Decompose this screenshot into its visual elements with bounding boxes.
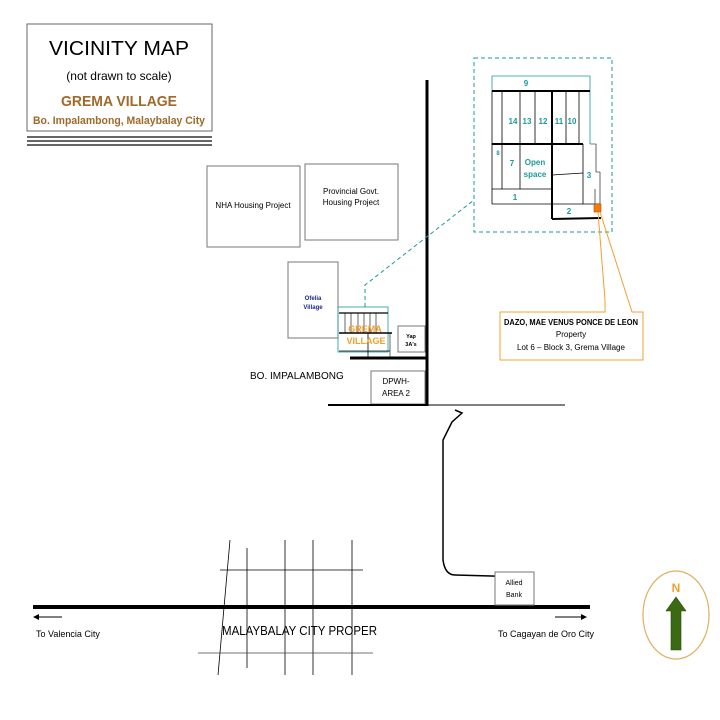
lot-10: 10: [568, 117, 577, 126]
lot-8: 8: [496, 151, 500, 157]
lot-9: 9: [524, 79, 529, 88]
open-space-label-2: space: [524, 170, 547, 179]
grema-village-plan: [337, 306, 392, 357]
lot-7: 7: [510, 159, 515, 168]
ofelia-village-box: [287, 261, 339, 339]
grema-label-2: VILLAGE: [346, 336, 385, 346]
right-arrow-icon: [555, 614, 587, 620]
map-subtitle: (not drawn to scale): [66, 69, 171, 83]
lot-2: 2: [567, 207, 572, 216]
roads: [33, 80, 590, 609]
property-callout: [499, 211, 644, 361]
dpwh-label-2: AREA 2: [382, 389, 411, 398]
village-location: Bo. Impalambong, Malaybalay City: [33, 115, 206, 127]
city-grid: [198, 539, 373, 676]
bank-label-1: Allied: [505, 580, 522, 587]
property-label: Property: [556, 330, 586, 339]
lot-11: 11: [555, 117, 564, 126]
yap-label-2: 3A's: [405, 342, 416, 348]
map-title: VICINITY MAP: [49, 38, 189, 60]
lot-13: 13: [523, 117, 532, 126]
inset-connector: [364, 199, 475, 307]
north-compass: N: [642, 570, 710, 660]
yap-label-1: Yap: [406, 334, 416, 340]
north-arrow-icon: [665, 596, 687, 651]
dpwh-box: [370, 370, 426, 405]
yap-box: [397, 325, 426, 353]
nha-housing-box: [206, 165, 301, 248]
dpwh-label-1: DPWH-: [382, 377, 409, 386]
property-lot-info: Lot 6 – Block 3, Grema Village: [517, 343, 625, 352]
to-cagayan-label: To Cagayan de Oro City: [498, 629, 595, 639]
lot-3: 3: [587, 171, 592, 180]
ofelia-label-1: Ofelia: [305, 296, 322, 302]
lot-14: 14: [509, 117, 518, 126]
to-valencia-label: To Valencia City: [36, 629, 100, 639]
city-proper-label: MALAYBALAY CITY PROPER: [222, 623, 377, 638]
inset-lot-plan: 9 14 13 12 11 10 8 7 Open space 3 1 2: [473, 57, 613, 233]
title-box: VICINITY MAP (not drawn to scale) GREMA …: [26, 23, 213, 146]
property-owner: DAZO, MAE VENUS PONCE DE LEON: [504, 318, 638, 327]
provincial-label-1: Provincial Govt.: [323, 187, 379, 196]
village-name: GREMA VILLAGE: [61, 93, 177, 110]
lot-12: 12: [539, 117, 548, 126]
nha-label: NHA Housing Project: [215, 201, 291, 210]
grema-label-1: GREMA: [348, 324, 382, 334]
lot-1: 1: [513, 193, 518, 202]
provincial-label-2: Housing Project: [323, 198, 380, 207]
ofelia-label-2: Village: [303, 305, 323, 311]
open-space-label-1: Open: [525, 158, 546, 167]
subject-property-marker: [593, 203, 602, 213]
bank-label-2: Bank: [506, 592, 522, 599]
provincial-housing-box: [304, 163, 399, 241]
allied-bank-box: [494, 571, 535, 606]
north-label: N: [672, 581, 681, 595]
left-arrow-icon: [33, 614, 62, 620]
barangay-label: BO. IMPALAMBONG: [250, 371, 344, 382]
